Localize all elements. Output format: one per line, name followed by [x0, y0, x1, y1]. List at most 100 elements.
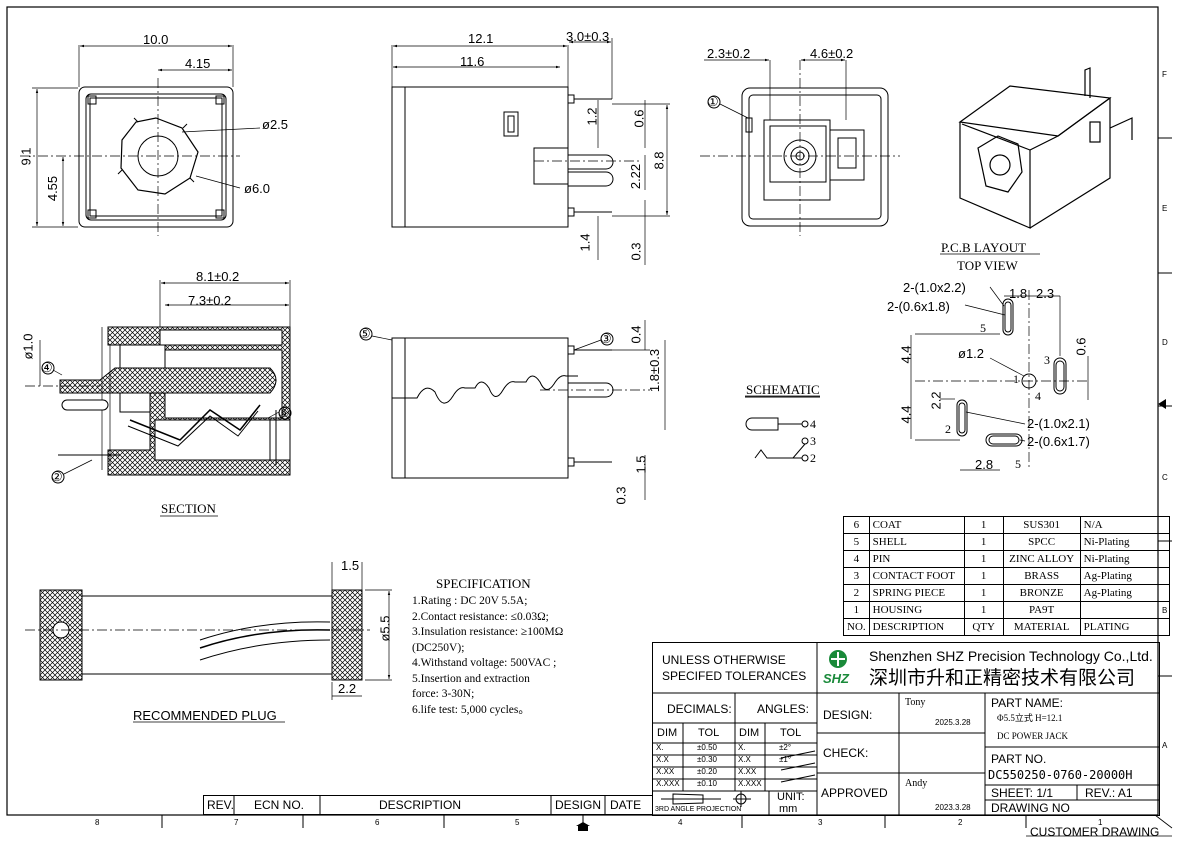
- tolerance-cell: X.: [738, 743, 746, 752]
- ang-dim-header: DIM: [739, 727, 760, 739]
- pcb-subtitle: TOP VIEW: [957, 258, 1018, 273]
- bom-cell: 4: [843, 550, 870, 568]
- bom-cell: Ni-Plating: [1079, 550, 1170, 568]
- dim-plug-2-2: 2.2: [338, 681, 357, 696]
- tolerance-cell: ±2°: [779, 743, 792, 752]
- tolerance-cell: X.: [656, 743, 664, 752]
- zone-label-right: E: [1162, 204, 1168, 213]
- tolerance-cell: X.X: [738, 755, 751, 764]
- bom-cell: BRASS: [1002, 567, 1081, 585]
- pcb-dim-4-4b: 4.4: [898, 405, 914, 424]
- projection-label: 3RD ANGLE PROJECTION: [655, 806, 742, 813]
- sheet-label: SHEET: 1/1: [991, 786, 1054, 800]
- dim-section-1-0: ø1.0: [20, 333, 36, 360]
- dim-side-1-4: 1.4: [577, 233, 593, 252]
- bom-cell: 2: [843, 584, 870, 602]
- dim-section-8-1: 8.1±0.2: [196, 269, 240, 284]
- recommended-plug: [25, 562, 392, 700]
- part-name-1: Φ5.5立式 H=12.1: [997, 713, 1063, 723]
- part-name-2: DC POWER JACK: [997, 731, 1069, 741]
- angles-label: ANGLES:: [757, 702, 810, 716]
- dim-front-width: 10.0: [143, 32, 169, 47]
- bom-cell: 1: [963, 584, 1004, 602]
- dim-side2-1-5: 1.5: [633, 455, 649, 474]
- pcb-pin-4: 4: [1035, 389, 1041, 403]
- spec-line: 1.Rating : DC 20V 5.5A;: [412, 595, 528, 607]
- design-date: 2025.3.28: [935, 718, 971, 727]
- tolerance-cell: X.XX: [656, 767, 675, 776]
- spec-line: 3.Insulation resistance: ≥100MΩ: [412, 626, 564, 638]
- bom-cell: PLATING: [1079, 618, 1170, 636]
- tolerance-cell: ±0.10: [697, 779, 717, 788]
- title-block-grid: [653, 643, 1159, 815]
- zone-label-bottom: 7: [234, 818, 239, 827]
- callout-2: ②: [51, 469, 63, 484]
- pcb-dim-2-8: 2.8: [975, 457, 994, 472]
- pcb-pin-5b: 5: [1015, 457, 1021, 471]
- bom-cell: BRONZE: [1002, 584, 1081, 602]
- dec-tol-header: TOL: [698, 727, 720, 739]
- bom-cell: CONTACT FOOT: [868, 567, 965, 585]
- pcb-label-c: 2-(1.0x2.1): [1027, 416, 1090, 431]
- bom-cell: PIN: [868, 550, 965, 568]
- pcb-dim-2-2: 2.2: [928, 391, 944, 410]
- zone-label-bottom: 3: [818, 818, 823, 827]
- dim-pin-hole: ø2.5: [262, 117, 289, 132]
- bom-cell: 3: [843, 567, 870, 585]
- dim-side2-0-4: 0.4: [628, 325, 644, 344]
- callout-1: ①: [707, 94, 719, 109]
- part-no: DC550250-0760-20000H: [988, 768, 1133, 782]
- spec-title: SPECIFICATION: [436, 576, 531, 591]
- pcb-dim-0-6: 0.6: [1073, 337, 1089, 356]
- iso-view: [958, 67, 1133, 229]
- approver-name: Andy: [905, 778, 928, 789]
- callout-4: ④: [41, 360, 53, 375]
- dim-side-8-8: 8.8: [651, 151, 667, 170]
- zone-label-bottom: 5: [515, 818, 520, 827]
- decimals-label: DECIMALS:: [667, 702, 732, 716]
- dim-side2-1-8: 1.8±0.3: [647, 348, 663, 393]
- pcb-dim-1-8: 1.8: [1009, 286, 1028, 301]
- unit-value: mm: [779, 803, 798, 815]
- tolerance-cell: ±0.30: [697, 755, 717, 764]
- approved-label: APPROVED: [821, 786, 888, 800]
- bom-cell: ZINC ALLOY: [1002, 550, 1081, 568]
- unit-label: UNIT:: [777, 791, 805, 803]
- bom-cell: SHELL: [868, 533, 965, 551]
- pcb-pin-5a: 5: [980, 321, 986, 335]
- part-no-label: PART NO.: [991, 752, 1047, 766]
- tolerance-line-2: SPECIFED TOLERANCES: [662, 669, 807, 683]
- tolerance-cell: ±0.20: [697, 767, 717, 776]
- dim-side2-0-3: 0.3: [613, 486, 629, 505]
- bom-cell: QTY: [963, 618, 1004, 636]
- designer-name: Tony: [905, 697, 926, 708]
- section-title: SECTION: [161, 501, 216, 516]
- bom-cell: SUS301: [1002, 516, 1081, 534]
- ecn-col: ECN NO.: [254, 798, 305, 812]
- schematic-title: SCHEMATIC: [746, 382, 820, 397]
- company-name-en: Shenzhen SHZ Precision Technology Co.,Lt…: [869, 648, 1153, 664]
- bom-cell: Ag-Plating: [1079, 584, 1170, 602]
- zone-label-right: C: [1162, 473, 1168, 482]
- bom-cell: Ni-Plating: [1079, 533, 1170, 551]
- pcb-dim-2-3: 2.3: [1036, 286, 1055, 301]
- pcb-title: P.C.B LAYOUT: [941, 240, 1027, 255]
- bom-cell: SPCC: [1002, 533, 1081, 551]
- dim-side-0-6: 0.6: [631, 109, 647, 128]
- tolerance-cell: X.X: [656, 755, 669, 764]
- back-view: [700, 58, 900, 236]
- bom-cell: 1: [963, 601, 1004, 619]
- bom-cell: COAT: [868, 516, 965, 534]
- revision-row: REV. ECN NO. DESCRIPTION DESIGN DATE: [203, 795, 653, 815]
- design-col: DESIGN: [555, 798, 602, 812]
- dim-side-0-3: 0.3: [628, 242, 644, 261]
- date-col: DATE: [610, 798, 642, 812]
- tolerance-cell: X.XXX: [656, 779, 680, 788]
- spec-line: force: 3-30N;: [412, 688, 475, 700]
- zone-label-bottom: 4: [678, 818, 683, 827]
- pcb-label-a: 2-(1.0x2.2): [903, 280, 966, 295]
